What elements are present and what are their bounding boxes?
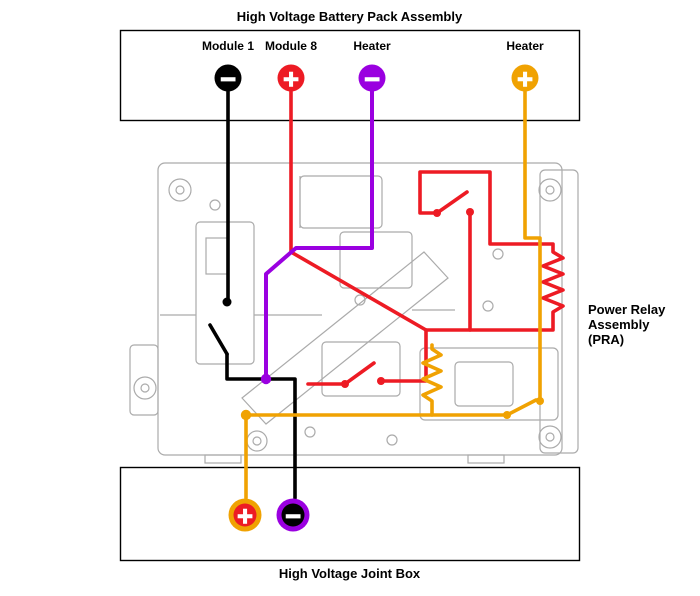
heater-positive-label: Heater xyxy=(506,39,544,53)
bolt-icon xyxy=(354,294,366,306)
mount-ear-icon xyxy=(133,376,157,400)
mount-ear-icon xyxy=(538,178,562,202)
pra-label-line: Power Relay xyxy=(588,302,666,317)
black-wire-module1 xyxy=(208,89,297,500)
minus-sign-icon: − xyxy=(363,67,381,91)
bolt-icon xyxy=(304,426,316,438)
contact-dot xyxy=(222,297,232,307)
red-wire-diagonal xyxy=(289,89,428,332)
battery-pack-box xyxy=(119,29,581,122)
orange-wire-heater xyxy=(240,89,544,500)
module1-label: Module 1 xyxy=(201,39,254,53)
mount-ear-icon xyxy=(168,178,192,202)
junction-dot xyxy=(260,373,272,385)
relay-blade-icon xyxy=(343,361,376,386)
plus-sign-icon: + xyxy=(282,67,300,91)
bolt-icon xyxy=(140,383,150,393)
joint-box xyxy=(119,466,581,562)
contact-dot xyxy=(503,411,511,419)
pra-component xyxy=(299,175,383,229)
joint-box-title: High Voltage Joint Box xyxy=(278,566,421,581)
bolt-icon xyxy=(386,434,398,446)
pra-component xyxy=(195,221,255,365)
terminal-module1-negative: − xyxy=(214,64,242,92)
bolt-icon xyxy=(482,300,494,312)
pra-busbar-band xyxy=(241,251,449,425)
bolt-icon xyxy=(545,432,555,442)
terminal-disc xyxy=(281,503,305,527)
contactor-blade-icon xyxy=(208,323,229,356)
purple-wire-run xyxy=(264,89,374,381)
black-wire-to-joint xyxy=(225,352,297,500)
minus-sign-icon: − xyxy=(219,67,237,91)
terminal-disc xyxy=(511,64,539,92)
bolt-icon xyxy=(492,248,504,260)
terminal-disc xyxy=(358,64,386,92)
heater-negative-label: Heater xyxy=(353,39,391,53)
pra-detail-lines xyxy=(160,176,455,316)
pra-component xyxy=(321,341,401,397)
contact-dot xyxy=(377,377,385,385)
coil-zigzag-icon xyxy=(421,343,443,417)
minus-sign-icon: − xyxy=(284,504,302,528)
terminal-joint-positive: + xyxy=(228,498,262,532)
mount-ear-icon xyxy=(246,430,268,452)
pra-left-flange xyxy=(129,344,159,416)
pra-component xyxy=(339,231,413,289)
bolt-icon xyxy=(209,199,221,211)
pra-tab xyxy=(204,454,242,464)
contact-dot xyxy=(341,380,349,388)
purple-wire-heater xyxy=(260,89,374,385)
precharge-resistor-loop xyxy=(418,170,565,332)
contact-dot xyxy=(433,209,441,217)
pra-label-line: (PRA) xyxy=(588,332,625,347)
junction-dot xyxy=(240,409,252,421)
terminal-joint-negative: − xyxy=(276,498,310,532)
pra-tab xyxy=(467,454,505,464)
terminal-disc xyxy=(214,64,242,92)
pra-component xyxy=(454,361,514,407)
module8-label: Module 8 xyxy=(264,39,317,53)
relay-blade-icon xyxy=(435,190,469,215)
bolt-icon xyxy=(252,436,262,446)
pra-label-line: Assembly xyxy=(588,317,650,332)
pra-line-art xyxy=(129,162,579,464)
plus-sign-icon: + xyxy=(236,504,254,528)
terminal-disc xyxy=(233,503,257,527)
orange-wire-drop xyxy=(523,89,542,401)
terminal-module8-positive: + xyxy=(277,64,305,92)
battery-pack-title: High Voltage Battery Pack Assembly xyxy=(236,9,463,24)
terminal-heater-positive: + xyxy=(511,64,539,92)
red-wire-module8 xyxy=(289,89,565,388)
relay-blade-icon xyxy=(505,398,538,417)
terminal-disc xyxy=(277,64,305,92)
pra-body-outline xyxy=(157,162,563,456)
pra-right-flange xyxy=(539,169,579,454)
plus-sign-icon: + xyxy=(516,67,534,91)
pra-label: Power Relay Assembly (PRA) xyxy=(588,302,698,347)
bolt-icon xyxy=(175,185,185,195)
contact-dot xyxy=(466,208,474,216)
pra-component xyxy=(419,347,559,421)
bolt-icon xyxy=(545,185,555,195)
pra-component xyxy=(205,237,229,275)
terminal-heater-negative: − xyxy=(358,64,386,92)
mount-ear-icon xyxy=(538,425,562,449)
contact-dot xyxy=(536,397,544,405)
